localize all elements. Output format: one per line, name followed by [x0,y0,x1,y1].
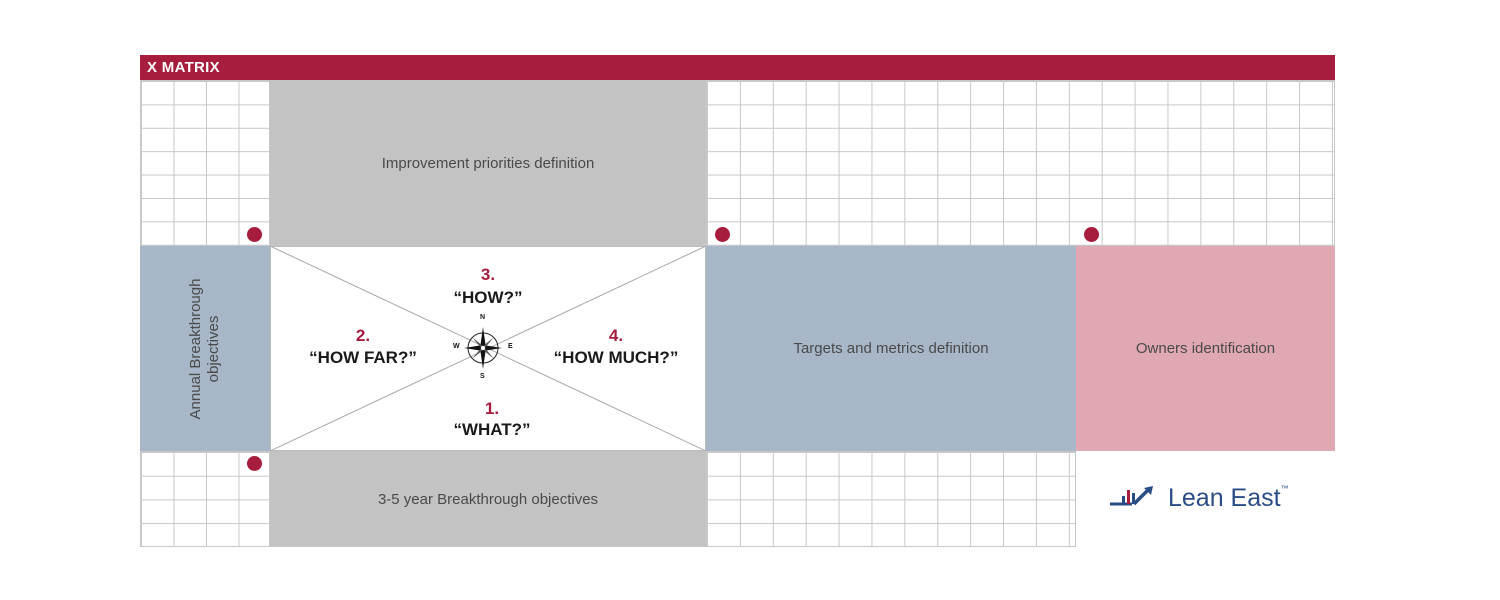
grid-top-left [140,80,270,246]
logo-tm: ™ [1280,484,1289,493]
annual-objectives-label: Annual Breakthrough objectives [187,278,222,419]
quadrant-4-label: “HOW MUCH?” [553,348,679,367]
breakthrough-objectives-label: 3-5 year Breakthrough objectives [377,490,599,508]
compass-s: S [480,373,485,380]
owners-label: Owners identification [1135,340,1276,357]
compass-icon: N S W E [453,314,513,380]
center-x-panel: 3. “HOW?” 1. “WHAT?” 2. “HOW FAR?” 4. “H… [270,246,706,451]
lean-east-logo: Lean East™ [1076,451,1335,547]
quadrant-1-number: 1. [484,399,500,418]
grid-top-right [706,80,1335,246]
grid-bottom-left [140,451,270,547]
quadrant-3-label: “HOW?” [453,288,523,307]
quadrant-1-label: “WHAT?” [453,420,531,439]
owners-block: Owners identification [1076,246,1335,451]
quadrant-3-number: 3. [480,265,496,284]
annual-objectives-block: Annual Breakthrough objectives [140,246,270,451]
targets-metrics-block: Targets and metrics definition [706,246,1076,451]
compass-w: W [453,343,460,350]
quadrant-4-number: 4. [608,326,624,345]
corner-dot [1084,227,1099,242]
compass-e: E [508,343,513,350]
corner-dot [247,227,262,242]
logo-chart-icon [1110,486,1153,506]
targets-metrics-label: Targets and metrics definition [793,340,989,357]
corner-dot [715,227,730,242]
logo-name: Lean East [1168,484,1281,512]
breakthrough-objectives-block: 3-5 year Breakthrough objectives [270,451,706,547]
matrix-title: X MATRIX [147,59,220,76]
corner-dot [247,456,262,471]
quadrant-2-number: 2. [355,326,371,345]
quadrant-2-label: “HOW FAR?” [309,348,417,367]
x-matrix: X MATRIX Improvement priorities definiti… [140,55,1335,547]
improvement-priorities-label: Improvement priorities definition [381,154,595,172]
improvement-priorities-block: Improvement priorities definition [270,80,706,246]
grid-bottom-right [706,451,1076,547]
matrix-header: X MATRIX [140,55,1335,80]
compass-n: N [480,314,486,321]
